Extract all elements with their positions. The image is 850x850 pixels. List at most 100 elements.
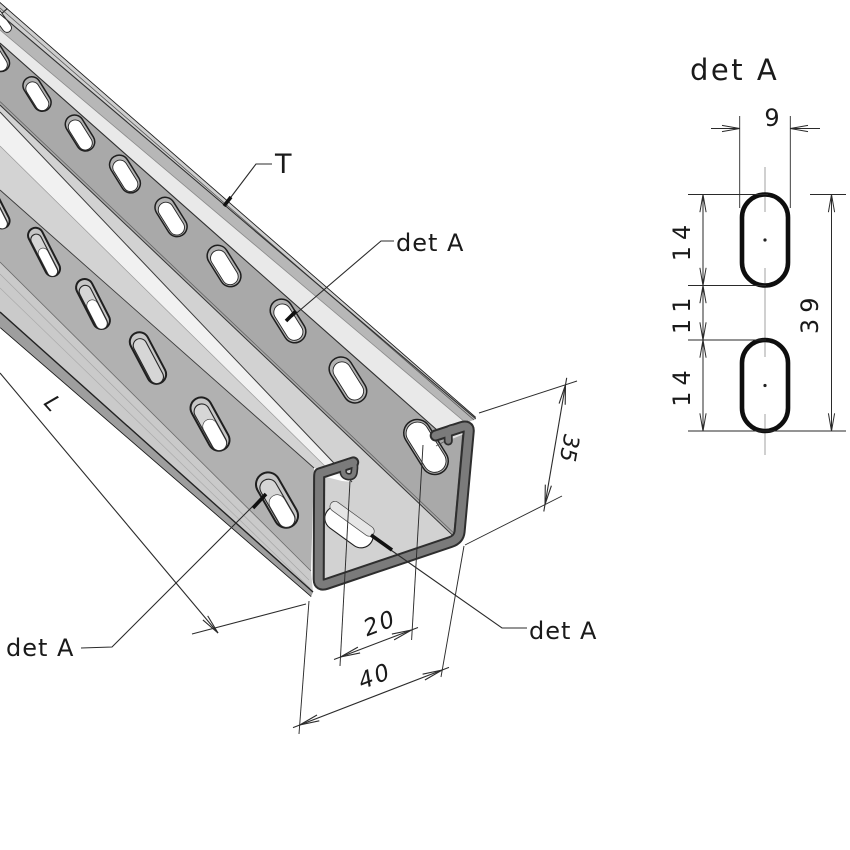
ext-height-top	[478, 380, 578, 414]
dim-slot-gap-a1-leg	[702, 285, 707, 304]
lip-hook-left-core	[341, 459, 357, 479]
dim-opening-arrow-left-leg	[340, 646, 359, 658]
dim-height-arrow-top-leg	[558, 384, 567, 404]
slot-near-5-through	[202, 418, 227, 451]
dim-slot-length-bot-a2-leg	[702, 413, 707, 432]
leader-detail-left	[80, 498, 261, 649]
slot-far-1-hole	[0, 43, 8, 72]
web-outer-band	[0, 262, 313, 592]
dim-slot-length-bot-a2	[699, 413, 707, 432]
detail-extension-lines	[688, 116, 846, 432]
dim-total-a1-leg	[827, 194, 832, 213]
dim-total-a2-leg	[827, 413, 832, 432]
slot-inner-near-wall	[324, 500, 375, 549]
dim-height-arrow-bottom-leg	[544, 485, 552, 505]
end-cross-section	[312, 420, 475, 591]
detail-title: det A	[690, 53, 779, 87]
edge-near-lip-mid	[0, 145, 333, 474]
label-slot-gap: 11	[668, 292, 696, 335]
leader-detail-right	[387, 547, 527, 629]
slot-far-2	[22, 76, 52, 113]
slot-near-3-through	[86, 299, 108, 330]
ext-width-left	[298, 600, 310, 735]
edge-near-wall-web	[0, 261, 312, 572]
label-slot-length-top-text: 14	[668, 219, 696, 262]
edge-web-silhouette	[0, 311, 314, 593]
slot-far-5-hole	[157, 201, 185, 236]
dim-opening-line	[333, 626, 419, 661]
slot-near-2	[27, 226, 62, 278]
dim-slot-width-arrow-left-leg	[721, 128, 740, 133]
slot-far-3-hole	[67, 119, 93, 151]
label-slot-width: 9	[764, 104, 779, 132]
dim-length-arrow-leg	[207, 615, 219, 634]
dim-opening-arrow-left	[340, 646, 361, 658]
leader-detail-right-arrow	[369, 533, 394, 552]
slot-near-1	[0, 180, 11, 230]
slot-center-mark-2	[763, 383, 767, 388]
slot-far-8-hole	[332, 361, 365, 401]
dim-slot-width-arrow-left	[721, 124, 740, 133]
slot-near-1-through	[0, 201, 8, 230]
ext-length	[191, 603, 307, 635]
dim-slot-length-top-a1-leg	[702, 194, 707, 213]
dim-width-arrow-left	[299, 714, 320, 726]
channel-3d-view	[0, 2, 476, 597]
dim-width-arrow-right-leg	[422, 669, 443, 675]
dim-slot-width-arrow-right-leg	[790, 124, 809, 129]
dim-length-line	[0, 372, 219, 634]
leader-thickness	[227, 163, 272, 202]
dim-width-arrow-right	[422, 669, 443, 681]
profile-ring-core	[314, 422, 473, 589]
dim-height-arrow-top	[558, 384, 567, 405]
dim-opening-arrow-right-leg	[391, 629, 412, 635]
dim-length-arrow-leg	[202, 619, 219, 634]
edge-near-lip-outer	[0, 189, 315, 469]
edge-top-inner	[0, 7, 475, 421]
dim-total-a2-leg	[831, 413, 836, 432]
slot-near-6-through	[268, 494, 295, 528]
slot-far-4-hole	[112, 159, 139, 192]
detail-view: det A 9 14 11 14 39	[668, 53, 846, 455]
slot-near-5	[189, 396, 231, 452]
label-thickness: T	[274, 149, 292, 180]
dim-total-a1	[827, 194, 836, 213]
ext-opening-left	[339, 480, 351, 667]
slot-far-4	[108, 154, 142, 194]
dim-width-arrow-left-leg	[299, 720, 320, 726]
slot-near-2-through	[37, 247, 58, 277]
label-total-length-text: 39	[796, 292, 824, 335]
ext-width-right	[440, 545, 465, 678]
dim-width-arrow-left-leg	[299, 714, 318, 726]
slot-far-8	[328, 356, 368, 404]
dim-slot-length-top-a2-leg	[699, 267, 704, 286]
dim-width-line	[292, 666, 450, 729]
dim-slot-length-bot-a1-leg	[699, 339, 704, 358]
label-total-length: 39	[796, 292, 824, 335]
slot-far-5	[154, 196, 188, 238]
dim-opening-arrow-left-leg	[340, 652, 361, 658]
dim-slot-length-top-a1-leg	[699, 194, 704, 213]
leader-thickness-arrow	[222, 195, 233, 208]
dim-slot-width-arrow-left-leg	[721, 124, 740, 129]
edge-web-inner-faint	[0, 273, 310, 581]
label-slot-gap-text: 11	[668, 292, 696, 335]
web-bottom-edge-band	[0, 312, 313, 597]
edge-far-wall-top	[0, 13, 476, 420]
ext-height-bottom	[464, 495, 563, 546]
dim-width-arrow-right-leg	[424, 669, 443, 681]
label-detail-left: det A	[6, 634, 74, 662]
edge-far-lip-outer	[0, 29, 467, 424]
dim-opening-arrow-right	[391, 629, 412, 641]
dim-slot-gap-a2-leg	[699, 322, 704, 341]
dim-total-a1-leg	[831, 194, 836, 213]
near-wall-slots	[0, 180, 300, 529]
label-slot-length-bot: 14	[668, 364, 696, 407]
slot-center-mark-1	[763, 238, 767, 242]
label-slot-length-top: 14	[668, 219, 696, 262]
slot-near-4-hole	[132, 338, 165, 385]
edge-web-fillet	[0, 104, 455, 537]
label-detail-top: det A	[396, 229, 464, 257]
dim-total-a2	[827, 413, 836, 432]
far-wall-outer-band	[0, 14, 476, 423]
